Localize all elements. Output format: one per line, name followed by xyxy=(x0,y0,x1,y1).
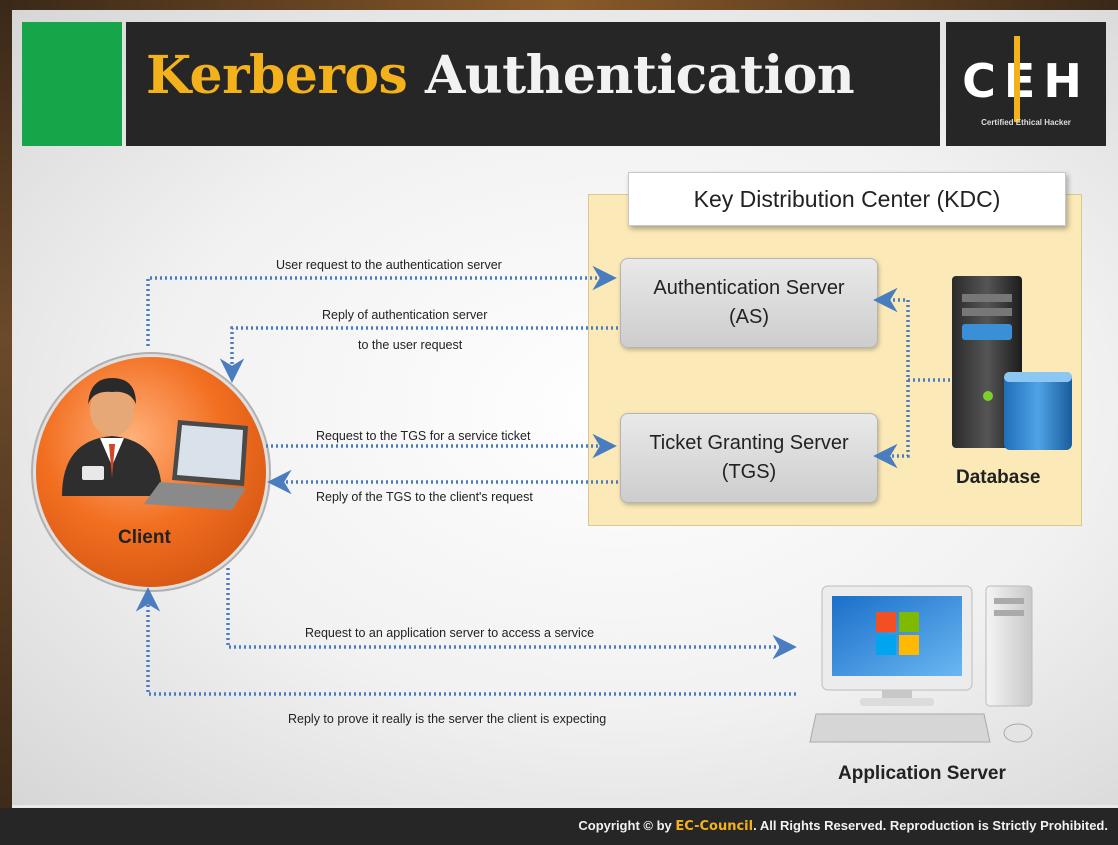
logo-letters: CEH xyxy=(962,54,1090,108)
title-word-kerberos: Kerberos xyxy=(146,45,408,106)
arrow-as-reply xyxy=(219,326,618,383)
copyright-suffix: . All Rights Reserved. Reproduction is S… xyxy=(753,818,1108,833)
copyright-prefix: Copyright © by xyxy=(578,818,676,833)
arrow-db-to-tgs xyxy=(873,380,910,469)
as-label-line2: (AS) xyxy=(729,306,769,328)
logo-divider-bar xyxy=(1014,36,1020,122)
label-user-request: User request to the authentication serve… xyxy=(276,258,502,272)
frame-left xyxy=(0,0,12,845)
frame-top xyxy=(0,0,1118,10)
application-server-label: Application Server xyxy=(838,763,1006,784)
header-accent-block xyxy=(22,22,122,146)
tgs-label-line1: Ticket Granting Server xyxy=(649,432,849,454)
client-label: Client xyxy=(118,527,171,548)
title-word-authentication: Authentication xyxy=(424,45,855,106)
arrow-app-server-reply xyxy=(135,587,796,696)
footer-bar xyxy=(0,808,1118,845)
label-as-reply-line2: to the user request xyxy=(358,338,463,352)
logo-subtitle: Certified Ethical Hacker xyxy=(981,118,1071,127)
label-request-tgs: Request to the TGS for a service ticket xyxy=(316,429,531,443)
database-label: Database xyxy=(956,467,1041,488)
database-cylinder-icon xyxy=(1004,372,1072,450)
laptop-icon xyxy=(144,420,248,510)
label-tgs-reply: Reply of the TGS to the client's request xyxy=(316,490,533,504)
slide-title: Kerberos Authentication xyxy=(146,50,855,102)
arrow-request-app-server xyxy=(226,568,797,660)
ec-council-brand: EC-Council xyxy=(675,819,754,834)
title-bar xyxy=(126,22,940,146)
ceh-logo: CEH Certified Ethical Hacker xyxy=(946,22,1106,146)
ticket-granting-server-box: Ticket Granting Server (TGS) xyxy=(620,413,878,503)
label-app-server-reply: Reply to prove it really is the server t… xyxy=(288,712,607,726)
kdc-label: Key Distribution Center (KDC) xyxy=(628,172,1066,226)
arrow-db-to-as xyxy=(873,287,950,382)
user-icon xyxy=(62,378,162,496)
copyright-notice: Copyright © by EC-Council. All Rights Re… xyxy=(578,818,1108,834)
label-as-reply-line1: Reply of authentication server xyxy=(322,308,488,322)
label-request-app-server: Request to an application server to acce… xyxy=(305,626,595,640)
mouse-icon xyxy=(1003,723,1033,743)
windows-logo-icon xyxy=(876,612,919,655)
desktop-computer-icon xyxy=(821,585,1033,707)
keyboard-icon xyxy=(809,713,991,743)
tgs-label-line2: (TGS) xyxy=(721,461,777,483)
as-label-line1: Authentication Server xyxy=(653,277,845,299)
